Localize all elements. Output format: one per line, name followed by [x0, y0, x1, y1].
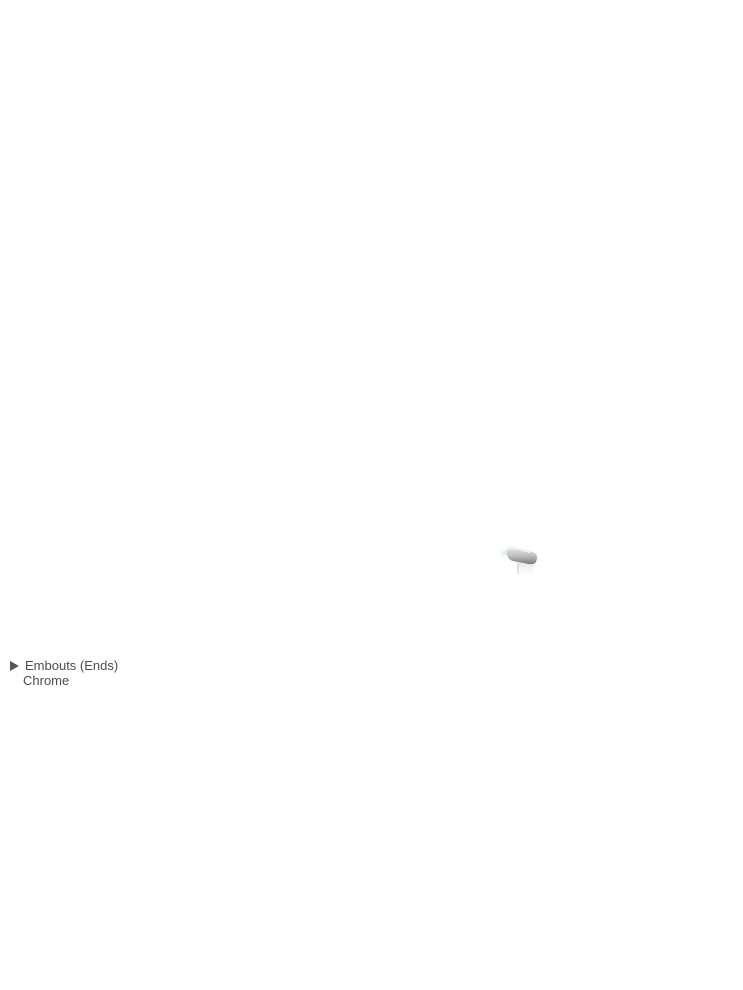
option-selected-value: Chrome — [23, 673, 70, 688]
triangle-right-icon[interactable] — [10, 661, 19, 671]
chrome-end-cap-icon — [496, 546, 538, 581]
end-cap-image — [494, 540, 544, 584]
option-group-ends[interactable]: Embouts (Ends) — [10, 658, 118, 673]
option-tree: Embouts (Ends) Chrome — [10, 658, 118, 688]
option-group-title[interactable]: Embouts (Ends) — [25, 658, 119, 673]
